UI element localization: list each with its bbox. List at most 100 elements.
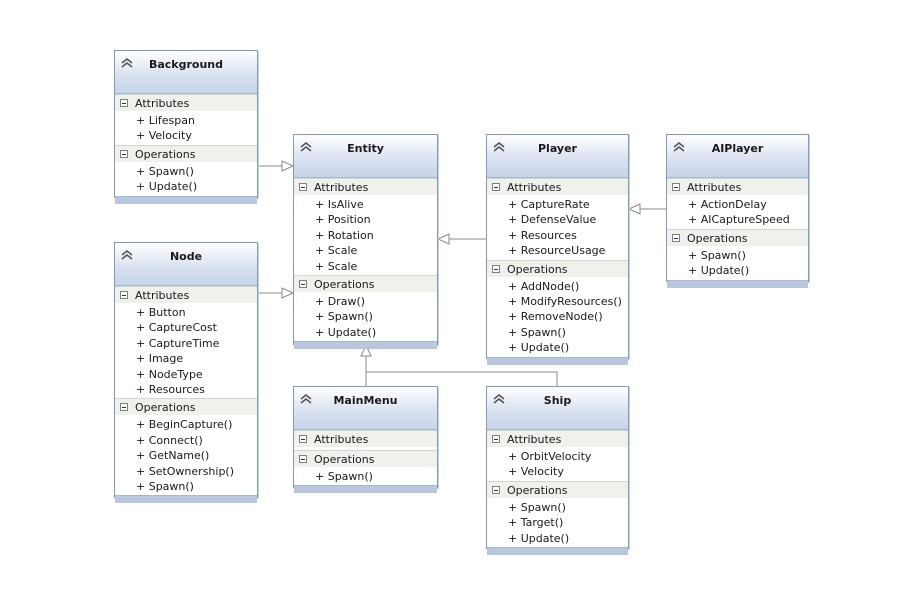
class-header[interactable]: Entity (294, 135, 437, 178)
class-background[interactable]: Background Attributes + Lifespan + Veloc… (114, 50, 258, 204)
attribute-item[interactable]: + Velocity (508, 465, 564, 479)
class-aiplayer[interactable]: AIPlayer Attributes + ActionDelay + AICa… (666, 134, 809, 288)
class-name: Entity (347, 142, 384, 155)
operation-item[interactable]: + Spawn() (315, 310, 373, 324)
attributes-header[interactable]: Attributes (487, 430, 628, 447)
operations-header[interactable]: Operations (294, 450, 437, 467)
operations-header[interactable]: Operations (294, 275, 437, 293)
class-ship[interactable]: Ship Attributes + OrbitVelocity + Veloci… (486, 386, 629, 556)
collapse-minus-icon[interactable] (120, 291, 128, 299)
attribute-item[interactable]: + Image (136, 352, 184, 366)
operation-item[interactable]: + AddNode() (508, 279, 580, 293)
operation-item[interactable]: + Connect() (136, 433, 203, 447)
collapse-minus-icon[interactable] (492, 183, 500, 191)
class-header[interactable]: Player (487, 135, 628, 178)
class-name: Node (169, 250, 203, 263)
collapse-minus-icon[interactable] (492, 485, 500, 494)
inheritance-arrow-player-entity (436, 233, 450, 245)
attribute-item[interactable]: + OrbitVelocity (508, 450, 592, 463)
inheritance-arrow-node-entity (281, 287, 295, 299)
attribute-item[interactable]: + Resources (508, 228, 577, 242)
operation-item[interactable]: + Spawn() (136, 480, 194, 494)
operation-item[interactable]: + SetOwnership() (136, 464, 235, 478)
operation-item[interactable]: + Spawn() (136, 164, 194, 178)
operation-item[interactable]: + RemoveNode() (508, 310, 603, 324)
attribute-item[interactable]: + ResourceUsage (508, 244, 606, 258)
operations-header[interactable]: Operations (487, 259, 628, 277)
operations-header[interactable]: Operations (667, 228, 808, 246)
collapse-minus-icon[interactable] (299, 435, 307, 443)
class-player[interactable]: Player Attributes + CaptureRate + Defens… (486, 134, 629, 365)
collapse-chevron-icon[interactable] (299, 140, 313, 154)
inheritance-arrow-aiplayer-player (627, 203, 641, 215)
operation-item[interactable]: + Update() (508, 341, 570, 355)
class-mainmenu[interactable]: MainMenu Attributes Operations + Spawn() (293, 386, 438, 494)
attribute-item[interactable]: + Rotation (315, 228, 374, 242)
collapse-chevron-icon[interactable] (492, 140, 506, 154)
operation-item[interactable]: + Spawn() (508, 500, 566, 514)
class-footer (487, 547, 628, 556)
operation-item[interactable]: + Target() (508, 516, 564, 530)
attribute-item[interactable]: + AICaptureSpeed (688, 213, 790, 227)
collapse-chevron-icon[interactable] (299, 392, 313, 406)
collapse-minus-icon[interactable] (299, 280, 307, 289)
collapse-minus-icon[interactable] (120, 99, 128, 107)
collapse-minus-icon[interactable] (672, 233, 680, 242)
attribute-item[interactable]: + Scale (315, 244, 358, 258)
class-header[interactable]: AIPlayer (667, 135, 808, 178)
attributes-header[interactable]: Attributes (115, 94, 257, 111)
attribute-item[interactable]: + Position (315, 213, 371, 227)
operation-item[interactable]: + Update() (315, 325, 377, 339)
class-name: MainMenu (333, 394, 398, 407)
operation-item[interactable]: + Update() (136, 180, 198, 194)
operation-item[interactable]: + Update() (688, 264, 750, 278)
collapse-chevron-icon[interactable] (492, 392, 506, 406)
operation-item[interactable]: + ModifyResources() (508, 295, 622, 309)
class-header[interactable]: Ship (487, 387, 628, 430)
class-entity[interactable]: Entity Attributes + IsAlive + Position +… (293, 134, 438, 350)
attribute-item[interactable]: + Velocity (136, 129, 192, 143)
attribute-item[interactable]: + IsAlive (315, 198, 364, 211)
attribute-item[interactable]: + Scale (315, 259, 358, 273)
attribute-item[interactable]: + Resources (136, 383, 205, 397)
attributes-header[interactable]: Attributes (667, 178, 808, 195)
attribute-item[interactable]: + CaptureRate (508, 198, 590, 211)
class-header[interactable]: MainMenu (294, 387, 437, 430)
attributes-header[interactable]: Attributes (294, 430, 437, 447)
collapse-chevron-icon[interactable] (120, 56, 134, 70)
class-node[interactable]: Node Attributes + Button + CaptureCost +… (114, 242, 258, 504)
attributes-header[interactable]: Attributes (115, 286, 257, 303)
collapse-minus-icon[interactable] (120, 149, 128, 158)
collapse-minus-icon[interactable] (120, 403, 128, 412)
attribute-item[interactable]: + Button (136, 306, 186, 319)
collapse-minus-icon[interactable] (299, 183, 307, 191)
class-header[interactable]: Background (115, 51, 257, 94)
operation-item[interactable]: + GetName() (136, 449, 210, 463)
attribute-item[interactable]: + CaptureTime (136, 336, 220, 350)
operations-header[interactable]: Operations (115, 398, 257, 416)
operation-item[interactable]: + Draw() (315, 295, 366, 309)
attribute-item[interactable]: + Lifespan (136, 114, 195, 127)
collapse-chevron-icon[interactable] (120, 248, 134, 262)
operation-item[interactable]: + Spawn() (688, 248, 746, 262)
operations-header[interactable]: Operations (487, 480, 628, 498)
attribute-item[interactable]: + ActionDelay (688, 198, 767, 211)
attribute-item[interactable]: + DefenseValue (508, 213, 597, 227)
attribute-item[interactable]: + NodeType (136, 367, 203, 381)
operations-list: + Spawn() (294, 467, 437, 485)
attributes-header[interactable]: Attributes (294, 178, 437, 195)
operation-item[interactable]: + Spawn() (315, 470, 373, 483)
collapse-minus-icon[interactable] (492, 435, 500, 443)
collapse-minus-icon[interactable] (299, 455, 307, 463)
operation-item[interactable]: + Update() (508, 531, 570, 545)
attributes-header[interactable]: Attributes (487, 178, 628, 195)
collapse-minus-icon[interactable] (492, 264, 500, 273)
class-header[interactable]: Node (115, 243, 257, 286)
operations-header[interactable]: Operations (115, 144, 257, 162)
collapse-chevron-icon[interactable] (672, 140, 686, 154)
collapse-minus-icon[interactable] (672, 183, 680, 191)
attribute-item[interactable]: + CaptureCost (136, 321, 217, 335)
attributes-list: + ActionDelay + AICaptureSpeed (667, 195, 808, 229)
operation-item[interactable]: + Spawn() (508, 325, 566, 339)
operation-item[interactable]: + BeginCapture() (136, 418, 233, 432)
